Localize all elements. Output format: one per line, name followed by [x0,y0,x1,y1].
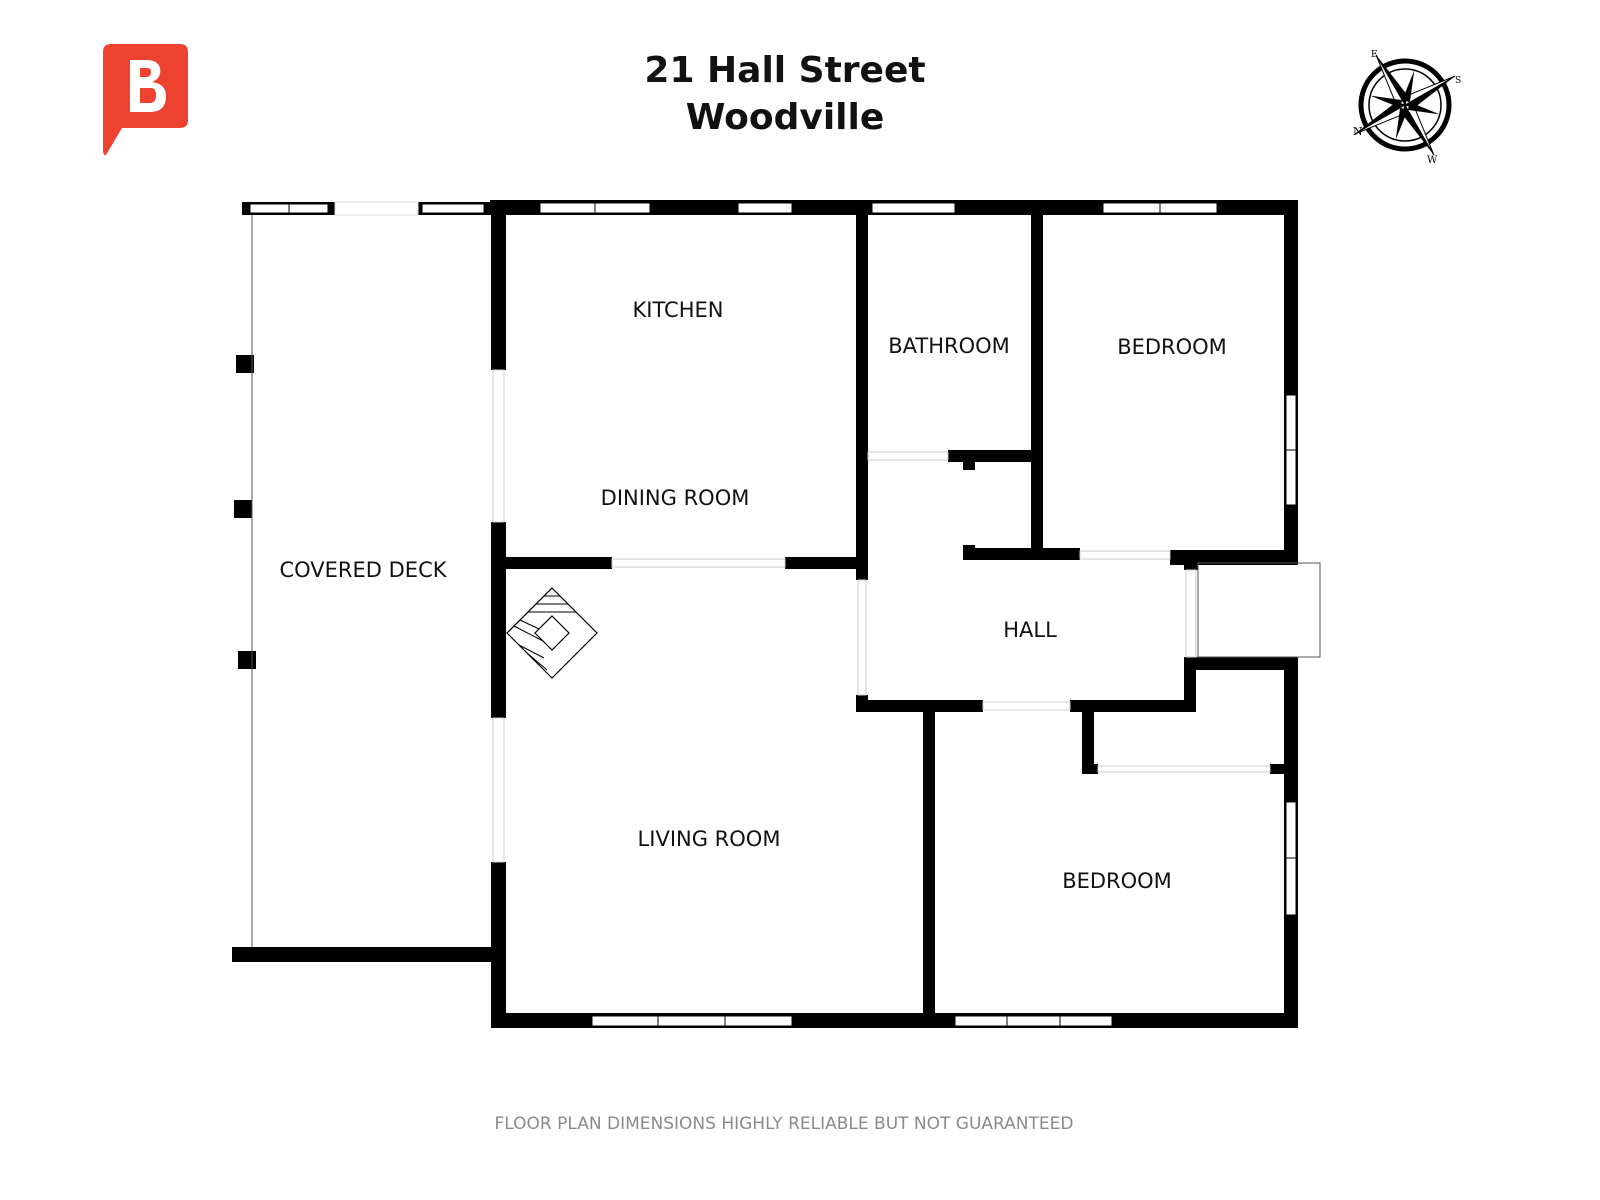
compass-s: S [1455,76,1461,86]
address-line-2: Woodville [685,97,885,138]
compass-n: N [1353,125,1363,138]
room-label-kitchen: KITCHEN [632,298,724,322]
address-line-1: 21 Hall Street [644,50,926,91]
room-label-bedroom-1: BEDROOM [1117,335,1227,359]
windows [249,201,1297,1027]
openings [251,215,1321,947]
compass-rose-icon: N E S W [1353,50,1461,166]
brand-logo [103,44,188,156]
room-label-covered-deck: COVERED DECK [279,558,447,582]
disclaimer: FLOOR PLAN DIMENSIONS HIGHLY RELIABLE BU… [494,1114,1074,1134]
room-label-hall: HALL [1003,618,1057,642]
room-label-bedroom-2: BEDROOM [1062,869,1172,893]
compass-e: E [1371,50,1378,60]
walls [232,200,1298,1028]
room-label-dining: DINING ROOM [600,486,750,510]
room-label-living: LIVING ROOM [637,827,781,851]
compass-w: W [1427,155,1438,166]
room-label-bathroom: BATHROOM [888,334,1010,358]
fireplace-icon [506,587,598,679]
